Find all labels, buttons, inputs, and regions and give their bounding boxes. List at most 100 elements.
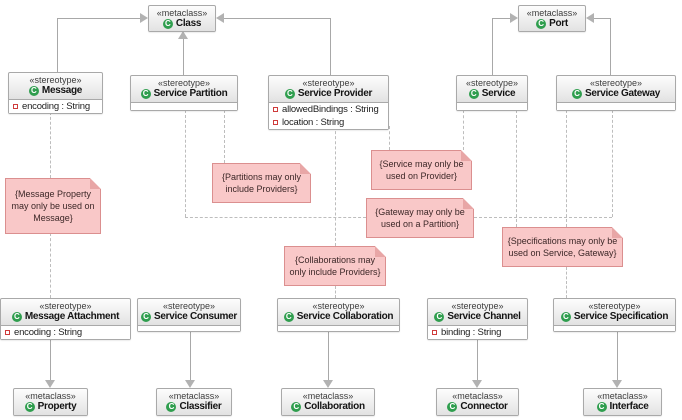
stereotype-name: Message Attachment (24, 311, 120, 322)
note-anchor-service (463, 110, 464, 150)
attribute-icon (5, 330, 10, 335)
stereotype-name: Service Channel (447, 311, 521, 322)
attribute-icon (273, 107, 278, 112)
note-message-property-constraint[interactable]: {Message Property may only be used on Me… (5, 178, 101, 234)
class-icon: C (468, 89, 479, 99)
extension-line-specification-interface (617, 331, 618, 381)
metaclass-name: Collaboration (304, 401, 365, 412)
class-icon: C (283, 312, 294, 322)
metaclass-keyword: «metaclass» (526, 8, 578, 18)
extension-arrowhead-icon (612, 380, 622, 388)
extension-arrowhead-icon (45, 380, 55, 388)
note-anchor-service-collaboration (335, 286, 336, 298)
note-specifications-constraint[interactable]: {Specifications may only be used on Serv… (502, 227, 623, 267)
note-anchor-gateway (474, 217, 612, 218)
note-service-constraint[interactable]: {Service may only be used on Provider} (371, 150, 472, 190)
extension-line-message-class (57, 18, 140, 19)
extension-arrowhead-icon (185, 380, 195, 388)
attribute-row: encoding : String (1, 326, 130, 339)
note-anchor-service-specifications (516, 110, 517, 227)
extension-line-provider-class (330, 18, 331, 75)
extension-line-consumer-classifier (190, 331, 191, 381)
note-text: {Partitions may only include Providers} (221, 172, 302, 194)
class-icon: C (284, 89, 295, 99)
attribute-icon (273, 120, 278, 125)
attribute-text: location : String (282, 117, 345, 128)
stereotype-keyword: «stereotype» (302, 78, 355, 88)
note-anchor-partition-gateway (185, 217, 366, 218)
attribute-text: encoding : String (14, 327, 82, 338)
extension-line-service-port (492, 18, 493, 75)
metaclass-keyword: «metaclass» (452, 391, 503, 401)
extension-line-message-class (57, 18, 58, 72)
metaclass-name: Property (37, 401, 77, 412)
stereotype-name: Service Specification (573, 311, 669, 322)
metaclass-name: Class (175, 18, 202, 29)
note-anchor-message (50, 112, 51, 178)
stereotype-keyword: «stereotype» (39, 301, 92, 311)
note-text: {Service may only be used on Provider} (379, 159, 464, 181)
metaclass-name: Port (549, 18, 568, 29)
metaclass-keyword: «metaclass» (25, 391, 76, 401)
note-text: {Collaborations may only include Provide… (289, 255, 381, 277)
class-icon: C (434, 312, 445, 322)
note-anchor-partition-gateway (185, 110, 186, 217)
metaclass-name: Interface (609, 401, 649, 412)
stereotype-name: Service Provider (297, 88, 373, 99)
attribute-text: encoding : String (22, 101, 90, 112)
metaclass-name: Classifier (179, 401, 222, 412)
note-gateway-constraint[interactable]: {Gateway may only be used on a Partition… (366, 198, 474, 238)
note-partitions-constraint[interactable]: {Partitions may only include Providers} (212, 163, 311, 203)
stereotype-name: Service Gateway (585, 88, 660, 99)
class-icon: C (162, 19, 173, 29)
attribute-row: binding : String (428, 326, 527, 339)
stereotype-name: Service Consumer (153, 311, 238, 322)
metaclass-keyword: «metaclass» (168, 391, 220, 401)
class-icon: C (291, 402, 302, 412)
extension-line-attachment-property (50, 339, 51, 381)
class-icon: C (596, 402, 607, 412)
attribute-row: allowedBindings : String (269, 103, 388, 116)
extension-arrowhead-icon (472, 380, 482, 388)
class-icon: C (24, 402, 35, 412)
extension-arrowhead-icon (140, 13, 148, 23)
stereotype-keyword: «stereotype» (157, 78, 211, 88)
note-collaborations-constraint[interactable]: {Collaborations may only include Provide… (284, 246, 386, 286)
attributes-compartment-empty (278, 325, 399, 331)
extension-line-collaboration (328, 331, 329, 381)
extension-line-partition-class (183, 39, 184, 75)
stereotype-name: Service Collaboration (296, 311, 394, 322)
class-icon: C (11, 312, 22, 322)
attribute-row: location : String (269, 116, 388, 129)
class-icon: C (140, 312, 151, 322)
note-anchor-partition (224, 110, 225, 163)
extension-line-gateway-port (594, 18, 610, 19)
extension-line-gateway-port (610, 18, 611, 75)
